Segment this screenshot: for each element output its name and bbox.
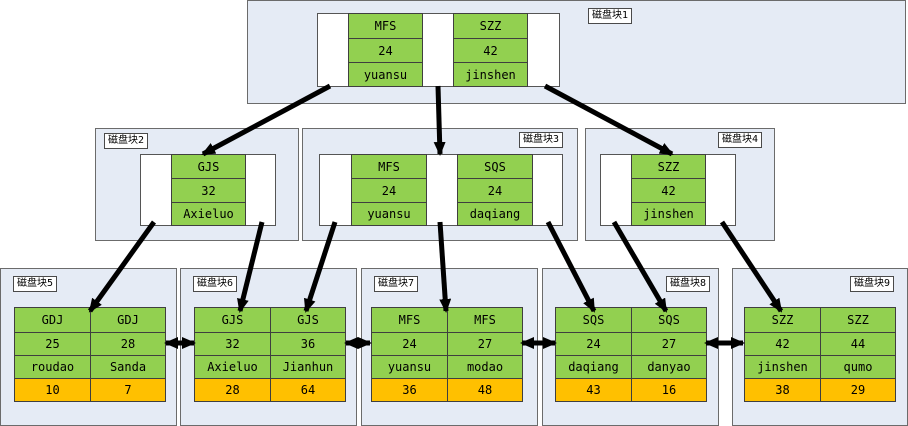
key-number: 27 <box>631 332 707 356</box>
key-word: jinshen <box>744 355 821 379</box>
key-count: 29 <box>820 378 896 402</box>
key-name: MFS <box>447 307 523 333</box>
key-word: Sanda <box>90 355 166 379</box>
key-count: 38 <box>744 378 821 402</box>
disk-block-1: 磁盘块1 MFS 24 yuansu SZZ 42 jinshen <box>247 0 906 104</box>
key-name: GDJ <box>14 307 91 333</box>
key-word: jinshen <box>453 62 528 87</box>
key-name: MFS <box>371 307 448 333</box>
disk-block-label: 磁盘块3 <box>519 132 564 148</box>
key-count: 28 <box>194 378 271 402</box>
key-number: 24 <box>555 332 632 356</box>
key-count: 64 <box>270 378 346 402</box>
key-count: 48 <box>447 378 523 402</box>
key-word: yuansu <box>371 355 448 379</box>
key-number: 24 <box>351 178 427 203</box>
disk-block-3: 磁盘块3 MFS 24 yuansu SQS 24 daqiang <box>302 128 578 241</box>
disk-block-6: 磁盘块6 GJS 32 Axieluo 28 GJS 36 Jianhun 64 <box>180 268 357 426</box>
key-word: Jianhun <box>270 355 346 379</box>
index-node: MFS 24 yuansu SQS 24 daqiang <box>319 154 563 226</box>
key-name: SZZ <box>744 307 821 333</box>
index-node: GJS 32 Axieluo <box>140 154 276 226</box>
key-word: daqiang <box>457 202 533 226</box>
disk-block-7: 磁盘块7 MFS 24 yuansu 36 MFS 27 modao 48 <box>361 268 538 426</box>
disk-block-4: 磁盘块4 SZZ 42 jinshen <box>585 128 775 241</box>
key-count: 10 <box>14 378 91 402</box>
disk-block-label: 磁盘块9 <box>850 276 895 292</box>
key-count: 43 <box>555 378 632 402</box>
key-number: 36 <box>270 332 346 356</box>
key-name: SQS <box>457 154 533 179</box>
disk-block-label: 磁盘块5 <box>13 276 58 292</box>
key-number: 24 <box>457 178 533 203</box>
key-name: SZZ <box>820 307 896 333</box>
key-name: SZZ <box>453 13 528 39</box>
key-name: GJS <box>194 307 271 333</box>
key-word: modao <box>447 355 523 379</box>
disk-block-label: 磁盘块8 <box>666 276 711 292</box>
key-number: 32 <box>194 332 271 356</box>
disk-block-label: 磁盘块4 <box>718 132 763 148</box>
disk-block-label: 磁盘块6 <box>193 276 238 292</box>
key-word: qumo <box>820 355 896 379</box>
key-word: roudao <box>14 355 91 379</box>
key-number: 28 <box>90 332 166 356</box>
key-count: 7 <box>90 378 166 402</box>
key-number: 42 <box>744 332 821 356</box>
key-name: SQS <box>555 307 632 333</box>
disk-block-label: 磁盘块1 <box>588 8 633 24</box>
key-count: 36 <box>371 378 448 402</box>
key-name: GJS <box>270 307 346 333</box>
disk-block-label: 磁盘块7 <box>374 276 419 292</box>
key-word: yuansu <box>351 202 427 226</box>
index-node: MFS 24 yuansu SZZ 42 jinshen <box>317 13 560 87</box>
key-word: Axieluo <box>171 202 246 226</box>
key-name: SQS <box>631 307 707 333</box>
key-name: MFS <box>348 13 423 39</box>
key-number: 27 <box>447 332 523 356</box>
key-name: GDJ <box>90 307 166 333</box>
key-number: 42 <box>453 38 528 63</box>
disk-block-5: 磁盘块5 GDJ 25 roudao 10 GDJ 28 Sanda 7 <box>0 268 177 426</box>
key-number: 32 <box>171 178 246 203</box>
key-number: 25 <box>14 332 91 356</box>
key-word: daqiang <box>555 355 632 379</box>
key-count: 16 <box>631 378 707 402</box>
disk-block-label: 磁盘块2 <box>104 133 149 149</box>
disk-block-9: 磁盘块9 SZZ 42 jinshen 38 SZZ 44 qumo 29 <box>732 268 908 426</box>
key-word: Axieluo <box>194 355 271 379</box>
key-word: yuansu <box>348 62 423 87</box>
disk-block-8: 磁盘块8 SQS 24 daqiang 43 SQS 27 danyao 16 <box>542 268 719 426</box>
key-name: SZZ <box>631 154 706 179</box>
index-node: SZZ 42 jinshen <box>600 154 736 226</box>
key-number: 24 <box>348 38 423 63</box>
key-number: 44 <box>820 332 896 356</box>
key-number: 24 <box>371 332 448 356</box>
key-word: danyao <box>631 355 707 379</box>
key-name: MFS <box>351 154 427 179</box>
key-word: jinshen <box>631 202 706 226</box>
disk-block-2: 磁盘块2 GJS 32 Axieluo <box>95 128 299 241</box>
key-number: 42 <box>631 178 706 203</box>
key-name: GJS <box>171 154 246 179</box>
